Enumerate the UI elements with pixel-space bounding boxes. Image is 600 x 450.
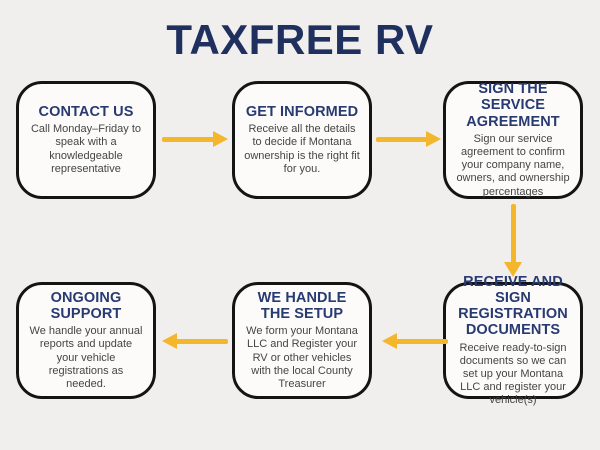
step-heading-contact-us: CONTACT US bbox=[38, 104, 134, 120]
arrow-left-icon-documents-to-setup bbox=[382, 333, 448, 350]
step-body-we-handle-the-setup: We form your Montana LLC and Register yo… bbox=[246, 325, 358, 391]
step-heading-sign-service-agreement: SIGN THE SERVICE AGREEMENT bbox=[466, 81, 560, 130]
step-heading-receive-sign-registration-documents: RECEIVE AND SIGN REGISTRATION DOCUMENTS bbox=[458, 273, 568, 339]
step-body-ongoing-support: We handle your annual reports and update… bbox=[29, 325, 143, 391]
step-heading-ongoing-support: ONGOING SUPPORT bbox=[50, 289, 122, 323]
step-box-sign-service-agreement: SIGN THE SERVICE AGREEMENT Sign our serv… bbox=[443, 81, 583, 199]
step-box-ongoing-support: ONGOING SUPPORT We handle your annual re… bbox=[16, 282, 156, 399]
step-body-contact-us: Call Monday–Friday to speak with a knowl… bbox=[30, 123, 142, 175]
page-title: TAXFREE RV bbox=[166, 16, 434, 63]
step-heading-get-informed: GET INFORMED bbox=[245, 104, 359, 120]
step-box-get-informed: GET INFORMED Receive all the details to … bbox=[232, 81, 372, 199]
arrow-right-icon-informed-to-agreement bbox=[376, 131, 441, 148]
step-body-get-informed: Receive all the details to decide if Mon… bbox=[244, 123, 360, 175]
arrow-left-icon-setup-to-support bbox=[162, 333, 228, 350]
step-body-receive-sign-registration-documents: Receive ready-to-sign documents so we ca… bbox=[459, 341, 567, 407]
step-box-receive-sign-registration-documents: RECEIVE AND SIGN REGISTRATION DOCUMENTS … bbox=[443, 274, 583, 406]
step-box-contact-us: CONTACT US Call Monday–Friday to speak w… bbox=[16, 81, 156, 199]
arrow-right-icon-contact-to-informed bbox=[162, 131, 228, 148]
step-body-sign-service-agreement: Sign our service agreement to confirm yo… bbox=[456, 132, 570, 198]
arrow-down-icon-agreement-to-documents bbox=[504, 204, 522, 277]
step-box-we-handle-the-setup: WE HANDLE THE SETUP We form your Montana… bbox=[232, 282, 372, 399]
step-heading-we-handle-the-setup: WE HANDLE THE SETUP bbox=[257, 289, 347, 323]
